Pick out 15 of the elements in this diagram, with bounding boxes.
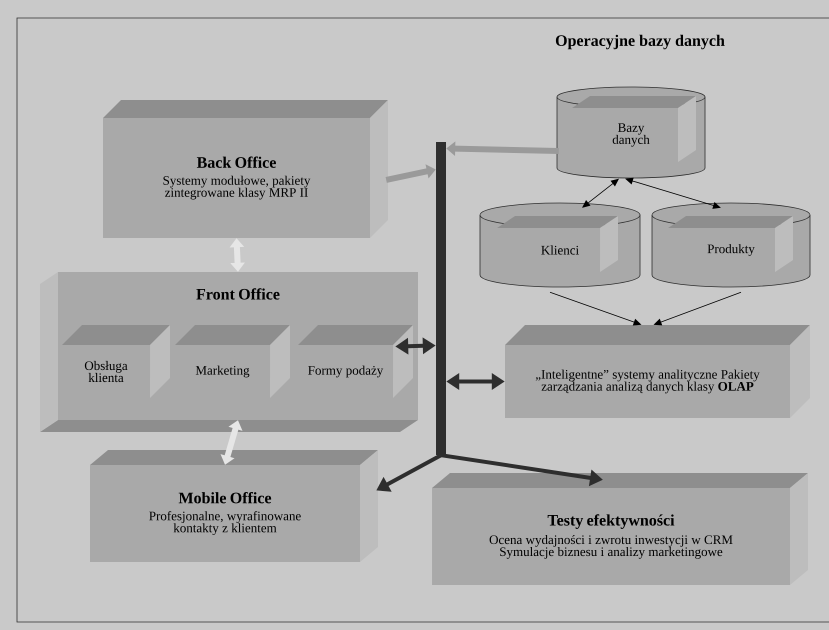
- node-label: Marketing: [196, 366, 250, 378]
- process-box: Mobile Office Profesjonalne, wyrafinowane kontakty z klientem: [90, 450, 378, 562]
- database-cylinder: Klienci: [480, 202, 640, 288]
- heading: Operacyjne bazy danych: [556, 34, 725, 50]
- process-box: „Inteligentne” systemy analityczne Pakiety zarządzania analizą danych klasy OLAP: [505, 325, 810, 418]
- process-box: Formy podaży: [298, 325, 413, 398]
- process-box: Obsługa klienta: [62, 325, 170, 398]
- database-cylinder: Bazy danych: [556, 86, 706, 178]
- node-label: Obsługa klienta: [84, 360, 128, 382]
- database-cylinder: Produkty: [652, 202, 810, 288]
- arrow: [582, 178, 619, 208]
- node-label: Formy podaży: [308, 366, 384, 378]
- process-box: Back Office Systemy modułowe, pakiety zintegrowane klasy MRP II: [103, 100, 388, 238]
- process-box: Testy efektywności Ocena wydajności i zwrotu inwestycji w CRM Symulacje biznesu i analizy marketingowe: [432, 473, 808, 585]
- process-box: Marketing: [175, 325, 290, 398]
